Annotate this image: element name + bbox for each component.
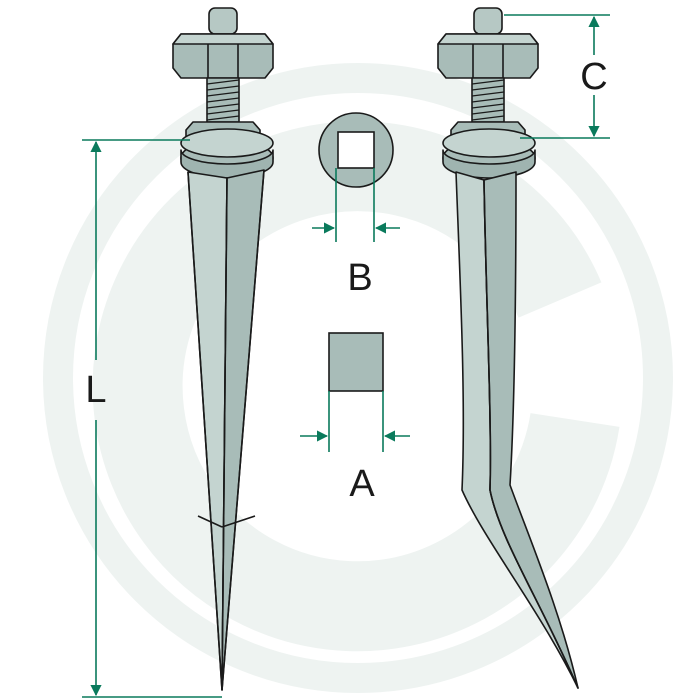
- dimension-l: [82, 139, 222, 698]
- dimension-c: [504, 14, 610, 139]
- curved-shaft: [455, 171, 579, 689]
- curved-tine: [437, 7, 579, 689]
- dimension-b: [312, 168, 400, 242]
- hex-nut: [437, 33, 539, 79]
- watermark-logo: [43, 63, 673, 693]
- label-c: C: [580, 56, 607, 98]
- label-a: A: [349, 463, 375, 505]
- threaded-stud: [206, 77, 240, 123]
- dimension-a: [300, 391, 410, 452]
- hole-section-view: [318, 112, 394, 188]
- straight-tine: [172, 7, 274, 691]
- shaft-section-view: [328, 332, 384, 392]
- bolt-tip: [473, 7, 503, 35]
- straight-shaft: [187, 169, 265, 691]
- hex-nut: [172, 33, 274, 79]
- threaded-stud: [471, 77, 505, 123]
- bolt-tip: [208, 7, 238, 35]
- collar-ring: [442, 128, 536, 179]
- label-l: L: [85, 369, 106, 411]
- label-b: B: [347, 257, 372, 299]
